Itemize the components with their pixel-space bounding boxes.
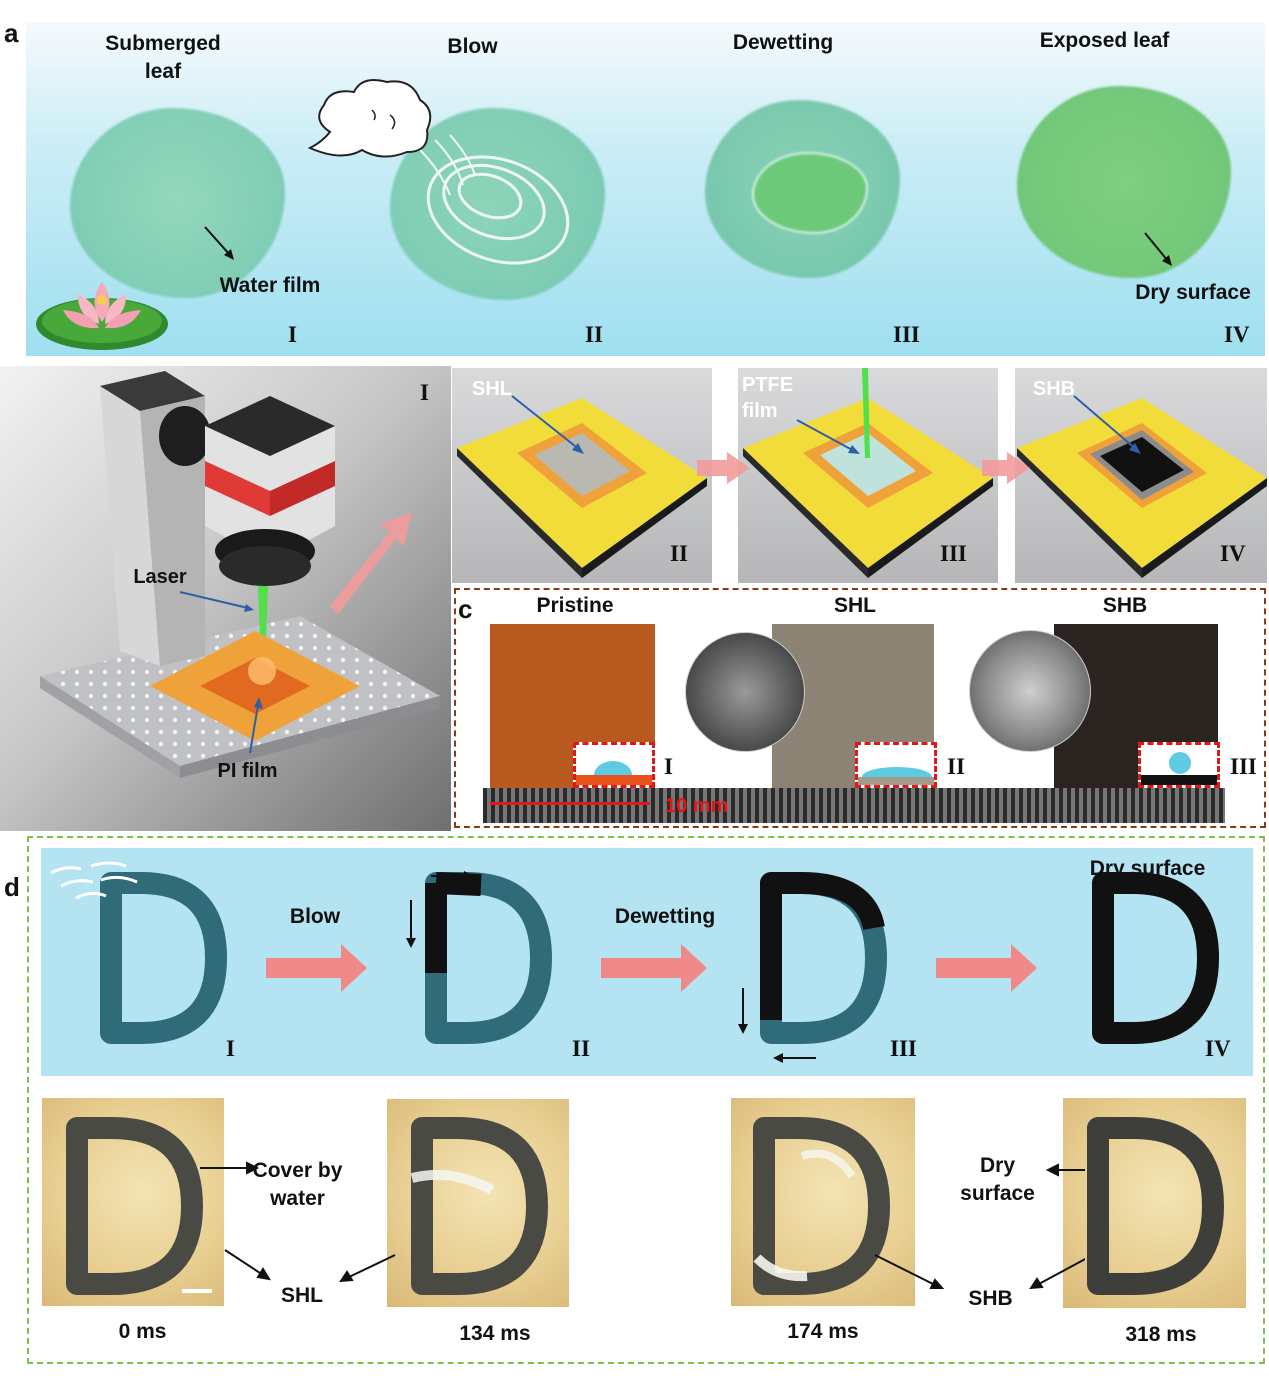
title-blow: Blow bbox=[447, 35, 498, 58]
shb-sem-inset bbox=[969, 630, 1091, 752]
time-134ms: 134 ms bbox=[459, 1322, 531, 1345]
blowing-face-icon bbox=[307, 79, 432, 158]
step-blow-label: Blow bbox=[289, 905, 341, 928]
annotation-arrows bbox=[200, 1161, 1085, 1290]
shb-label: SHB bbox=[1032, 378, 1076, 400]
dry-surface-label: Dry surface bbox=[1135, 281, 1251, 304]
laser-label: Laser bbox=[133, 566, 187, 588]
letter-d-schematic-icon bbox=[50, 861, 1219, 1063]
scale-bar bbox=[490, 802, 650, 805]
photo-letter-d-shapes bbox=[66, 1117, 1224, 1295]
numeral-d-4: IV bbox=[1205, 1036, 1231, 1061]
contact-angle-inset-3 bbox=[1138, 742, 1220, 788]
title-submerged-leaf: Submerged leaf bbox=[105, 32, 221, 83]
numeral-d-3: III bbox=[890, 1036, 917, 1061]
shl-photo-label: SHL bbox=[281, 1284, 323, 1307]
square-samples-icon bbox=[457, 368, 1267, 578]
numeral-b-2: II bbox=[670, 541, 688, 566]
step-dewetting-label: Dewetting bbox=[614, 905, 716, 928]
numeral-d-2: II bbox=[572, 1036, 590, 1061]
numeral-b-4: IV bbox=[1220, 541, 1246, 566]
numeral-b-3: III bbox=[940, 541, 967, 566]
numeral-c-3: III bbox=[1230, 754, 1257, 779]
numeral-a-1: I bbox=[288, 322, 297, 347]
water-film-arrow bbox=[204, 226, 234, 260]
shl-label: SHL bbox=[472, 378, 512, 400]
numeral-d-1: I bbox=[226, 1036, 235, 1061]
numeral-a-2: II bbox=[585, 322, 603, 347]
ruler bbox=[483, 788, 1225, 823]
leaf-3-dry-patch bbox=[752, 152, 868, 234]
ptfe-film-label: PTFE film bbox=[742, 374, 794, 422]
panel-a-letter: a bbox=[4, 18, 19, 48]
leaf-1 bbox=[70, 108, 285, 298]
numeral-a-3: III bbox=[893, 322, 920, 347]
laser-pointer-arrow bbox=[179, 591, 254, 612]
panel-c-letter: c bbox=[458, 594, 473, 624]
title-shl: SHL bbox=[834, 594, 876, 617]
panel-c-frame bbox=[454, 588, 1266, 828]
scale-label: 10 mm bbox=[665, 795, 729, 817]
title-shb: SHB bbox=[1102, 594, 1148, 617]
water-film-label: Water film bbox=[219, 274, 321, 297]
dry-surface-arrow bbox=[1144, 232, 1172, 266]
time-174ms: 174 ms bbox=[787, 1320, 859, 1343]
water-ripples bbox=[419, 134, 570, 265]
title-exposed-leaf: Exposed leaf bbox=[1039, 29, 1170, 52]
shl-sem-inset bbox=[685, 632, 805, 752]
panel-d-letter: d bbox=[4, 872, 20, 902]
pi-film-label: PI film bbox=[217, 760, 278, 782]
contact-angle-inset-1 bbox=[573, 742, 655, 788]
lotus-icon bbox=[36, 282, 168, 350]
pi-film-pointer-arrow bbox=[249, 697, 263, 754]
numeral-c-2: II bbox=[947, 754, 965, 779]
title-dewetting: Dewetting bbox=[732, 31, 834, 54]
cover-by-water-label: Cover by water bbox=[252, 1159, 343, 1210]
step-dry-surface-label: Dry surface bbox=[1089, 857, 1206, 880]
numeral-a-4: IV bbox=[1224, 322, 1250, 347]
dry-surface-photo-label: Dry surface bbox=[960, 1154, 1035, 1205]
leaf-4 bbox=[1017, 86, 1231, 278]
time-318ms: 318 ms bbox=[1125, 1323, 1197, 1346]
laser-machine-icon bbox=[40, 371, 440, 778]
panel-d-frame bbox=[27, 836, 1265, 1364]
shb-photo-label: SHB bbox=[968, 1287, 1013, 1310]
time-0ms: 0 ms bbox=[118, 1320, 167, 1343]
numeral-b-1: I bbox=[420, 380, 429, 405]
numeral-c-1: I bbox=[664, 754, 673, 779]
contact-angle-inset-2 bbox=[855, 742, 937, 788]
title-pristine: Pristine bbox=[536, 594, 614, 617]
